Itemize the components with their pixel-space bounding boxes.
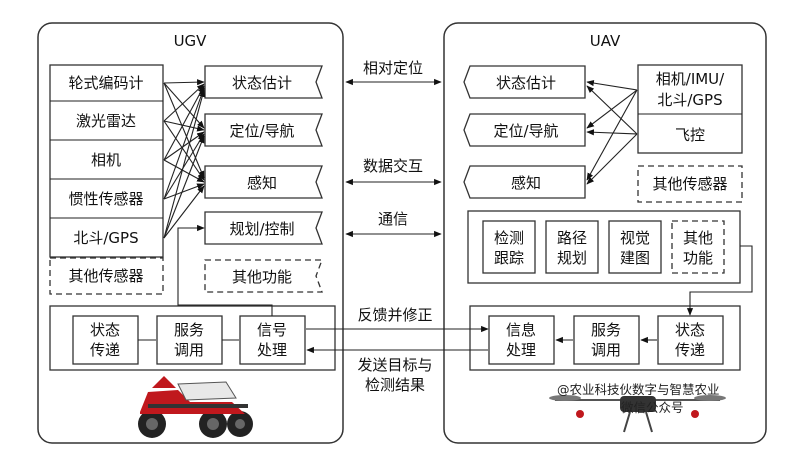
svg-text:定位/导航: 定位/导航 (493, 122, 558, 140)
uav-sensor-group (637, 64, 743, 154)
svg-text:检测结果: 检测结果 (365, 376, 425, 394)
uav-func-state-estimation (463, 65, 586, 99)
svg-text:其他传感器: 其他传感器 (652, 175, 727, 193)
svg-text:感知: 感知 (247, 174, 277, 192)
uav-flight-control: 飞控 (675, 126, 705, 144)
ugv-sensor-function-arrows (163, 79, 206, 239)
uav-service-call (573, 315, 640, 365)
svg-text:状态: 状态 (675, 321, 705, 339)
uav-func-perception (463, 165, 586, 199)
uav-other-sensors (637, 165, 743, 203)
uav-sensor-camera-imu: 相机/IMU/ (656, 70, 725, 88)
svg-text:规划/控制: 规划/控制 (229, 220, 294, 238)
ugv-sensor-lidar: 激光雷达 (76, 112, 136, 130)
uav-func-localization (463, 113, 586, 147)
svg-text:感知: 感知 (511, 174, 541, 192)
ugv-other-sensors-label: 其他传感器 (68, 267, 143, 285)
ugv-func-other (204, 259, 323, 293)
svg-text:调用: 调用 (174, 341, 204, 359)
ugv-sensor-imu: 惯性传感器 (68, 190, 143, 208)
svg-text:发送目标与: 发送目标与 (357, 356, 432, 374)
svg-text:相对定位: 相对定位 (363, 59, 423, 77)
svg-text:信息: 信息 (506, 321, 536, 339)
watermark-line1: @农业科技伙数字与智慧农业 (557, 382, 720, 397)
svg-text:服务: 服务 (591, 321, 621, 339)
ugv-func-localization (204, 113, 323, 147)
svg-text:视觉: 视觉 (620, 229, 650, 247)
ugv-other-sensors (49, 257, 164, 295)
svg-text:功能: 功能 (683, 249, 713, 267)
svg-text:路径: 路径 (557, 229, 587, 247)
ugv-vehicle-image (138, 376, 253, 438)
ugv-sensor-wheel-encoder: 轮式编码计 (68, 74, 143, 92)
ugv-sensor-group (49, 64, 164, 258)
svg-text:传递: 传递 (675, 341, 705, 359)
svg-text:传递: 传递 (90, 341, 120, 359)
svg-text:通信: 通信 (378, 210, 408, 228)
link-relative-positioning: 相对定位 (345, 59, 442, 86)
uav-sensor-function-arrows (586, 80, 638, 185)
link-communication: 通信 (345, 210, 442, 238)
ugv-func-perception (204, 165, 323, 199)
uav-task-visual-mapping (608, 220, 662, 274)
svg-text:处理: 处理 (506, 341, 536, 359)
ugv-sensor-gps: 北斗/GPS (73, 229, 138, 247)
svg-text:跟踪: 跟踪 (494, 249, 524, 267)
svg-text:状态估计: 状态估计 (232, 74, 292, 92)
svg-text:定位/导航: 定位/导航 (229, 122, 294, 140)
svg-text:其他: 其他 (683, 229, 713, 247)
watermark-line2: 微信公众号 (621, 400, 684, 415)
link-send-target: 发送目标与 检测结果 (306, 346, 488, 394)
uav-task-detect-track (482, 220, 536, 274)
uav-title: UAV (590, 32, 621, 50)
ugv-func-planning-control (204, 211, 323, 245)
ugv-service-call (156, 315, 223, 365)
svg-text:检测: 检测 (494, 229, 524, 247)
uav-sensor-gps: 北斗/GPS (657, 91, 722, 109)
link-data-exchange: 数据交互 (345, 157, 442, 186)
ugv-sensor-camera: 相机 (91, 151, 121, 169)
uav-drone-image (549, 395, 726, 433)
svg-text:调用: 调用 (591, 341, 621, 359)
svg-text:数据交互: 数据交互 (363, 157, 423, 175)
svg-text:建图: 建图 (620, 249, 650, 267)
svg-text:服务: 服务 (174, 321, 204, 339)
uav-task-path-planning (545, 220, 599, 274)
uav-task-other (671, 220, 725, 274)
ugv-title: UGV (174, 32, 208, 50)
ugv-state-transfer (72, 315, 139, 365)
uav-state-transfer (657, 315, 724, 365)
uav-info-processing (488, 315, 555, 365)
svg-text:其他功能: 其他功能 (232, 268, 292, 286)
svg-text:状态: 状态 (90, 321, 120, 339)
svg-text:信号: 信号 (257, 321, 287, 339)
link-feedback: 反馈并修正 (306, 306, 489, 333)
svg-text:反馈并修正: 反馈并修正 (357, 306, 432, 324)
svg-text:处理: 处理 (257, 341, 287, 359)
svg-text:规划: 规划 (557, 249, 587, 267)
svg-text:状态估计: 状态估计 (496, 74, 556, 92)
